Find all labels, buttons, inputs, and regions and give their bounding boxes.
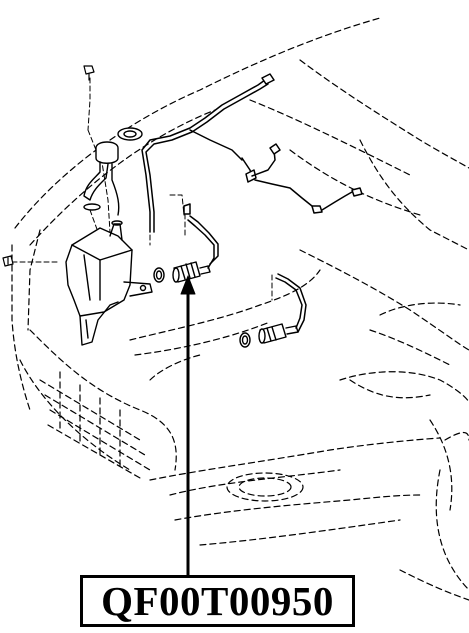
second-pump-grommet <box>239 332 251 348</box>
callout-arrow <box>180 275 196 577</box>
washer-reservoir <box>65 220 153 346</box>
part-number-text: QF00T00950 <box>101 578 334 624</box>
washer-pump-grommet <box>153 267 165 283</box>
washer-hoses <box>141 73 363 333</box>
filler-neck <box>83 127 143 216</box>
bolt-left <box>2 255 14 267</box>
washer-pump-motor <box>172 261 211 283</box>
bolt-top <box>83 65 95 81</box>
part-number-label: QF00T00950 <box>80 575 355 627</box>
leader-lines <box>11 77 273 301</box>
second-pump-motor <box>258 323 299 344</box>
car-body-outline <box>11 17 469 601</box>
